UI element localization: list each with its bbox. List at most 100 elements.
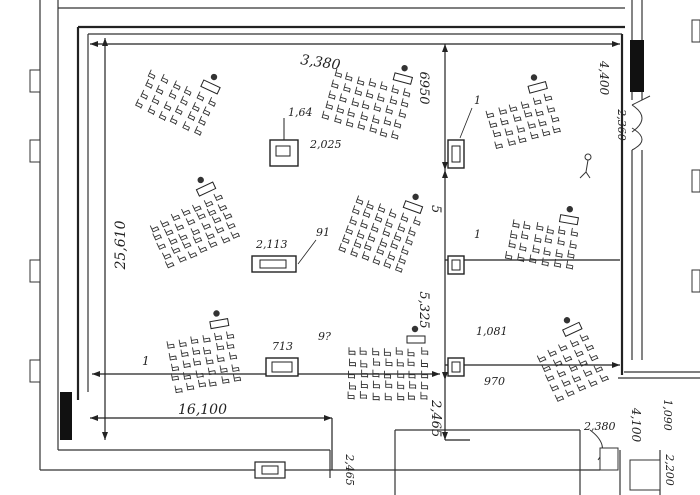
chair bbox=[182, 372, 192, 380]
unit-left-mid: 2,113 91 bbox=[251, 226, 330, 273]
chair bbox=[182, 360, 191, 368]
teacher-desk bbox=[558, 214, 580, 226]
dim-mid-col: 5 bbox=[428, 205, 443, 213]
chair bbox=[197, 245, 208, 254]
chair bbox=[578, 359, 588, 367]
chair bbox=[571, 375, 582, 383]
chair bbox=[382, 227, 391, 238]
chair bbox=[174, 385, 183, 394]
chair bbox=[552, 125, 561, 134]
chair bbox=[348, 347, 356, 356]
chair bbox=[504, 128, 514, 136]
cluster-mid-right bbox=[504, 206, 580, 270]
chair bbox=[149, 225, 160, 233]
cluster-top-center bbox=[321, 64, 414, 140]
chair bbox=[196, 91, 205, 102]
chair bbox=[543, 93, 553, 102]
unit-right-top: 1 bbox=[447, 94, 481, 169]
chair bbox=[341, 234, 350, 245]
chair bbox=[385, 105, 393, 115]
chair bbox=[192, 236, 203, 244]
chair bbox=[494, 141, 504, 149]
chair bbox=[198, 115, 206, 127]
chair bbox=[190, 336, 199, 344]
chair bbox=[574, 349, 584, 358]
chair bbox=[400, 212, 409, 223]
chair bbox=[541, 364, 552, 373]
chair bbox=[421, 347, 429, 356]
chair bbox=[207, 240, 218, 248]
chair bbox=[599, 374, 609, 383]
cluster-mid-left bbox=[149, 176, 241, 269]
chair bbox=[377, 203, 386, 214]
chair bbox=[181, 208, 191, 217]
chair bbox=[385, 380, 393, 389]
chair bbox=[569, 240, 577, 250]
chair bbox=[366, 200, 374, 211]
chair bbox=[217, 204, 228, 212]
chair bbox=[512, 219, 520, 229]
chair bbox=[180, 95, 188, 106]
chair bbox=[354, 86, 363, 97]
chair bbox=[219, 365, 228, 373]
teacher-figure bbox=[197, 176, 204, 184]
chair bbox=[201, 222, 211, 230]
chair bbox=[500, 117, 509, 126]
dim-width-top: 3,380 bbox=[299, 52, 341, 73]
chair bbox=[321, 110, 330, 121]
chair bbox=[151, 94, 160, 105]
chair bbox=[372, 347, 380, 356]
chair bbox=[534, 234, 542, 244]
seating-clusters bbox=[135, 64, 609, 402]
chair bbox=[169, 114, 178, 125]
standing-figure bbox=[579, 153, 592, 179]
chair bbox=[367, 232, 376, 243]
chair bbox=[409, 380, 417, 389]
chair bbox=[216, 354, 225, 363]
chair bbox=[485, 110, 495, 119]
chair bbox=[567, 249, 575, 259]
chair bbox=[191, 101, 200, 113]
chair bbox=[331, 79, 339, 89]
chair bbox=[420, 391, 428, 400]
teacher-figure bbox=[401, 64, 408, 72]
chair bbox=[170, 373, 180, 381]
chair bbox=[498, 107, 508, 115]
chair bbox=[359, 347, 367, 356]
chair bbox=[197, 379, 207, 388]
chair bbox=[360, 380, 368, 389]
teacher-figure bbox=[210, 73, 218, 81]
chair bbox=[492, 129, 502, 138]
dim-upper-mid: 6950 bbox=[416, 71, 431, 104]
dim-bottom-mid: 2,465 bbox=[428, 399, 443, 437]
chair bbox=[408, 370, 416, 379]
teacher-desk bbox=[406, 335, 426, 344]
chair bbox=[554, 394, 565, 402]
chair bbox=[368, 77, 377, 88]
chair bbox=[365, 89, 374, 99]
chair bbox=[147, 104, 156, 116]
chair bbox=[541, 257, 549, 267]
chair bbox=[565, 389, 575, 397]
chair bbox=[174, 223, 185, 231]
chair bbox=[374, 212, 383, 223]
chair bbox=[355, 195, 364, 206]
chair bbox=[372, 369, 380, 378]
door-right bbox=[631, 95, 651, 151]
chair bbox=[334, 68, 343, 79]
unit-center-top: 1,64 2,025 bbox=[269, 106, 342, 167]
chair bbox=[336, 104, 345, 114]
chair bbox=[345, 118, 354, 128]
chair bbox=[373, 358, 381, 367]
chair bbox=[344, 72, 353, 82]
chair bbox=[185, 218, 196, 226]
chair bbox=[544, 374, 555, 382]
chair bbox=[372, 255, 381, 266]
chair bbox=[231, 364, 240, 372]
chair bbox=[544, 234, 553, 244]
chair bbox=[529, 254, 537, 264]
chair bbox=[170, 213, 181, 221]
chair bbox=[546, 105, 556, 113]
chair bbox=[174, 105, 183, 116]
chair bbox=[192, 358, 202, 366]
